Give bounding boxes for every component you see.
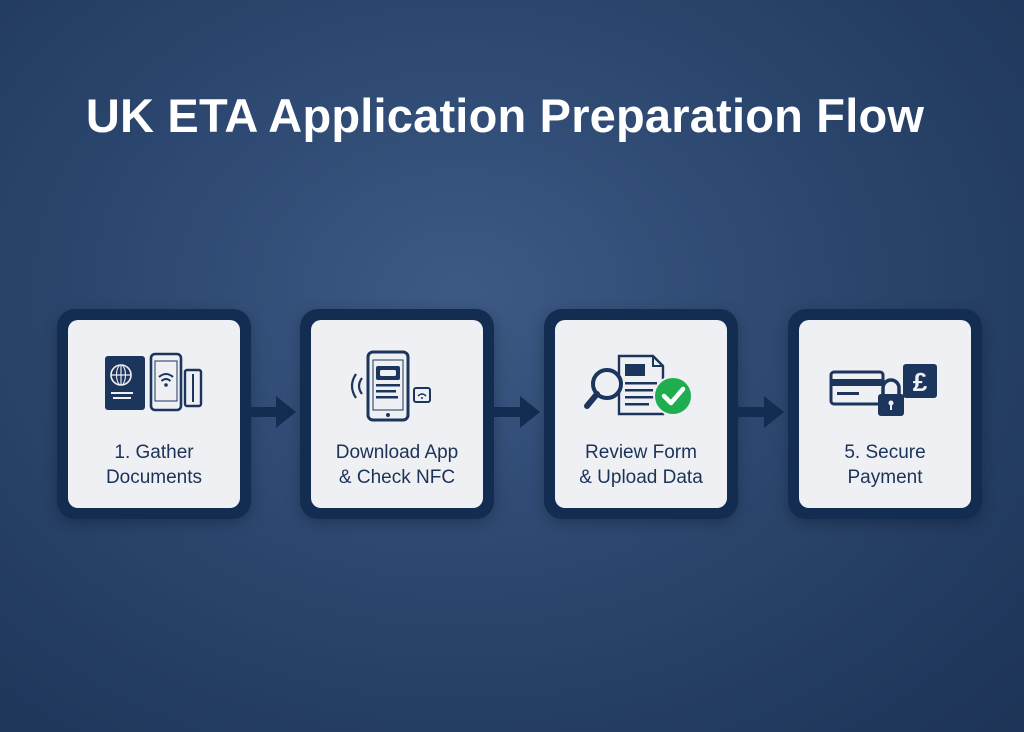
- step-4-label-line-2: Payment: [847, 467, 923, 488]
- diagram-title: UK ETA Application Preparation Flow: [85, 89, 925, 142]
- smartphone-app-icon: [366, 350, 410, 422]
- step-1-label-line-2: Documents: [105, 467, 203, 488]
- credit-card-icon: [829, 370, 885, 406]
- id-card-icon: [183, 368, 203, 408]
- step-3-label: Review Form & Upload Data: [555, 440, 727, 490]
- step-3-icons: [555, 348, 727, 424]
- svg-text:£: £: [913, 367, 928, 397]
- step-4-label: 5. Secure Payment: [799, 440, 971, 490]
- nfc-signal-icon: [350, 373, 363, 399]
- padlock-icon: [878, 378, 904, 416]
- step-card-secure-payment: £ 5. Secure Payment: [788, 309, 982, 519]
- step-1-label: 1. Gather Documents: [68, 440, 240, 490]
- small-device-icon: [413, 387, 431, 403]
- step-1-icons: [68, 348, 240, 424]
- step-1-label-line-1: 1. Gather: [114, 442, 194, 463]
- step-4-label-line-1: 5. Secure: [844, 442, 926, 463]
- step-2-icons: [311, 348, 483, 424]
- magnifier-icon: [584, 368, 623, 409]
- step-3-label-line-2: & Upload Data: [579, 467, 703, 488]
- smartphone-nfc-icon: [149, 352, 183, 412]
- step-2-label-line-2: & Check NFC: [338, 467, 456, 488]
- step-3-label-line-1: Review Form: [585, 442, 697, 463]
- arrow-right-icon: [738, 396, 784, 428]
- passport-icon: [105, 356, 145, 410]
- step-card-download-app: Download App & Check NFC: [300, 309, 494, 519]
- checkmark-icon: [653, 376, 693, 416]
- pound-sign-icon: £: [903, 364, 937, 398]
- step-4-icons: £: [799, 348, 971, 424]
- step-2-label: Download App & Check NFC: [311, 440, 483, 490]
- arrow-right-icon: [250, 396, 296, 428]
- step-card-review-form: Review Form & Upload Data: [544, 309, 738, 519]
- step-card-gather-documents: 1. Gather Documents: [57, 309, 251, 519]
- arrow-right-icon: [494, 396, 540, 428]
- step-2-label-line-1: Download App: [335, 442, 459, 463]
